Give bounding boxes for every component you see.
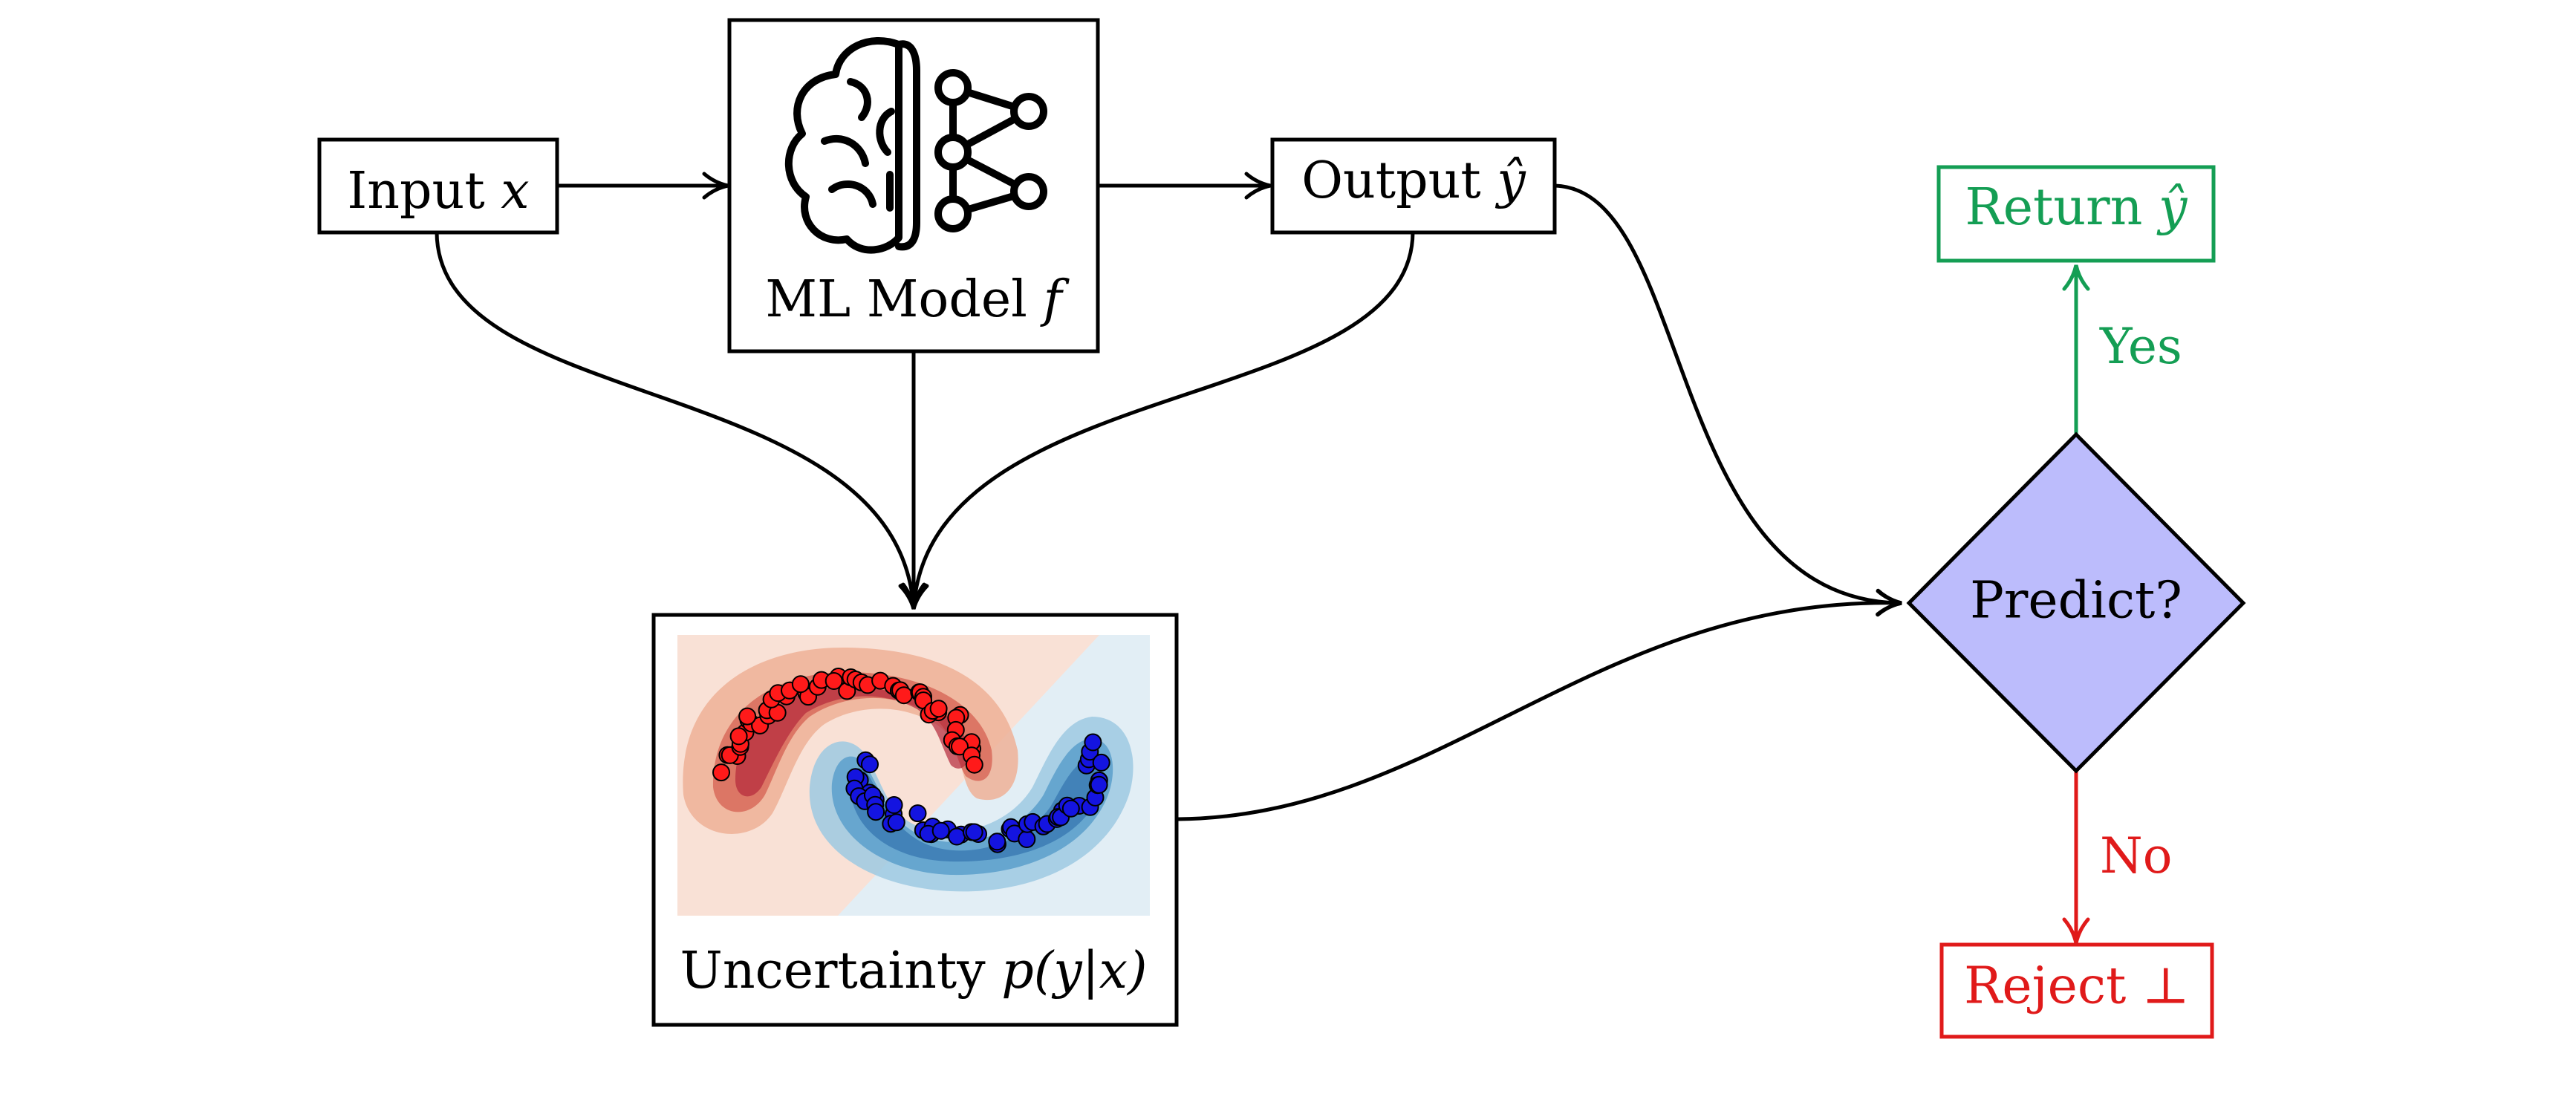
output-node: Output ŷ — [1270, 137, 1557, 235]
return-node: Return ŷ — [1936, 165, 2216, 263]
return-label: Return ŷ — [1965, 178, 2188, 237]
blue-point — [1018, 830, 1036, 848]
blue-point — [931, 821, 950, 840]
blue-point — [1084, 733, 1102, 752]
uncertainty-label: Uncertainty p(y|x) — [680, 942, 1148, 1000]
red-contour-inner — [735, 687, 969, 797]
red-point — [824, 672, 843, 690]
red-point — [738, 707, 757, 726]
no-label: No — [2100, 827, 2173, 884]
blue-contour-inner — [850, 759, 1101, 862]
blue-point — [1092, 753, 1110, 772]
output-label: Output ŷ — [1301, 152, 1526, 210]
red-points — [712, 668, 983, 782]
blue-point — [1090, 775, 1108, 794]
input-label: Input x — [347, 162, 529, 221]
blue-point — [1061, 799, 1080, 818]
blue-points — [845, 733, 1110, 853]
blue-point — [861, 755, 879, 774]
blue-point — [988, 833, 1006, 851]
blue-point — [908, 804, 927, 823]
red-point — [929, 700, 948, 718]
input-node: Input x — [317, 137, 559, 235]
reject-node: Reject ⊥ — [1939, 942, 2214, 1039]
blue-point — [965, 823, 983, 841]
yes-label: Yes — [2099, 318, 2182, 375]
red-point — [712, 763, 730, 782]
decision-node: Predict? — [1906, 431, 2246, 774]
blue-point — [948, 827, 966, 846]
neural-network-icon — [934, 69, 1047, 232]
edge-uncertainty-to-decision — [1177, 588, 1902, 821]
red-point — [729, 727, 748, 746]
edge-output-to-uncertainty — [901, 232, 1415, 610]
red-point — [791, 675, 810, 694]
blue-point — [885, 796, 903, 814]
edge-output-to-decision — [1554, 183, 1902, 617]
blue-point — [887, 813, 905, 832]
red-point — [951, 737, 969, 756]
reject-label: Reject ⊥ — [1964, 957, 2190, 1016]
uncertainty-plot — [677, 635, 1150, 916]
decision-label: Predict? — [1970, 572, 2182, 631]
model-label: ML Model f — [765, 270, 1070, 329]
blue-point — [867, 803, 885, 821]
red-point — [894, 686, 913, 705]
edges — [435, 172, 1902, 821]
uncertainty-node: Uncertainty p(y|x) — [651, 613, 1179, 1027]
edge-input-to-uncertainty — [435, 232, 926, 610]
model-node: ML Model f — [727, 18, 1100, 354]
red-point — [965, 755, 983, 774]
brain-icon — [784, 37, 920, 254]
